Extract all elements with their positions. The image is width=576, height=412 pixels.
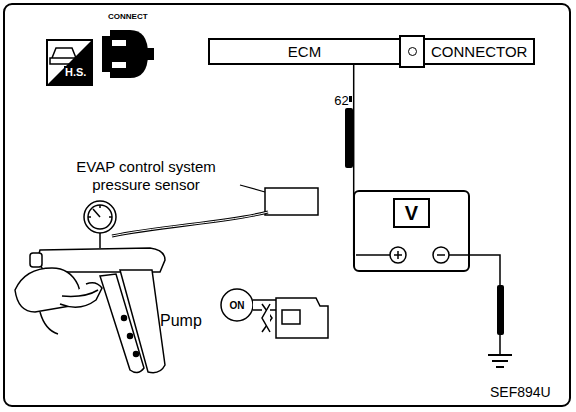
box-label: CONNECTOR — [425, 40, 533, 63]
connector-icon — [102, 30, 154, 78]
part-name: EVAP control system pressure sensor — [56, 158, 236, 194]
probe-body — [497, 285, 504, 335]
ground-symbol — [488, 355, 512, 367]
connector-divider — [399, 35, 425, 68]
meter-symbol: V — [393, 198, 430, 228]
hs-icon — [47, 40, 92, 85]
icon-caption: CONNECT — [108, 12, 148, 21]
probe-body — [345, 108, 353, 168]
switch-position: ON — [230, 300, 245, 311]
pin-circle — [408, 47, 417, 56]
hose-inner — [112, 212, 268, 236]
icon-label: H.S. — [64, 66, 87, 78]
part-name: Pump — [160, 312, 202, 330]
pressure-sensor — [265, 188, 318, 215]
leader-line — [240, 185, 265, 192]
voltmeter-box: V — [353, 190, 470, 272]
figure-code: SEF894U — [490, 384, 551, 400]
pin-number: 62 — [334, 93, 348, 108]
hose-outer — [112, 212, 268, 236]
box-label: ECM — [210, 40, 399, 63]
ground-lead — [449, 255, 500, 355]
frame-border — [4, 4, 570, 406]
ecm-connector-box: ECM CONNECTOR — [208, 38, 535, 65]
engine-icon — [262, 298, 328, 338]
pump-illustration — [15, 201, 165, 373]
meter-terminals — [356, 247, 449, 263]
